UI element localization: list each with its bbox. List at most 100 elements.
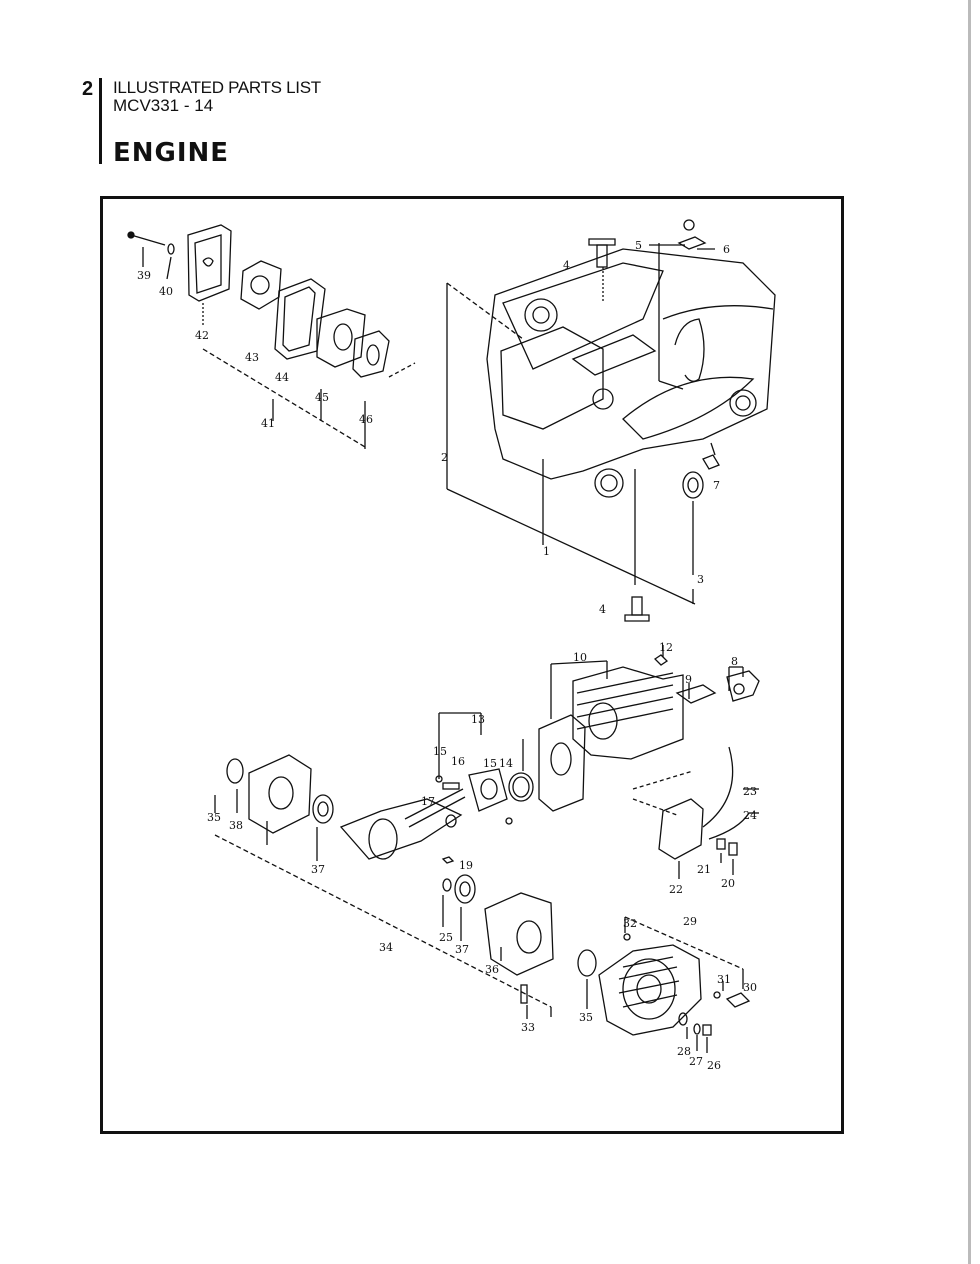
- exploded-parts-diagram: 1 2 3 4 4 5 6 7 8 9 10 12 13 14 15 15 16…: [100, 196, 844, 1134]
- nut-26: [702, 1024, 712, 1036]
- label-part-4-upper: 4: [563, 259, 570, 272]
- ignition-coil-22: [658, 798, 704, 860]
- model-number: MCV331 - 14: [113, 96, 214, 115]
- label-part-20: 20: [721, 877, 735, 890]
- crankcase-half-38: [248, 754, 312, 834]
- gasket-46: [352, 330, 390, 378]
- label-part-3: 3: [697, 573, 704, 586]
- label-part-15a: 15: [433, 745, 447, 758]
- bearing-37b: [454, 874, 476, 904]
- label-part-16: 16: [451, 755, 465, 768]
- label-part-15b: 15: [483, 757, 497, 770]
- label-part-30: 30: [743, 981, 757, 994]
- header-divider: [99, 78, 102, 164]
- label-part-44: 44: [275, 371, 289, 384]
- document-title: ILLUSTRATED PARTS LIST: [113, 78, 321, 97]
- label-part-21: 21: [697, 863, 711, 876]
- piston-13: [468, 768, 508, 812]
- washer-27: [693, 1023, 701, 1035]
- bearing-17: [445, 814, 457, 828]
- label-part-24: 24: [743, 809, 757, 822]
- piston-pin-16: [442, 782, 460, 790]
- label-part-31: 31: [717, 973, 731, 986]
- label-part-10: 10: [573, 651, 587, 664]
- plug-boot-8: [726, 670, 760, 702]
- flywheel-assembly: [598, 916, 751, 1053]
- flywheel-29: [598, 944, 702, 1036]
- label-part-35b: 35: [579, 1011, 593, 1024]
- screw-21: [716, 838, 726, 850]
- label-part-2: 2: [441, 451, 448, 464]
- label-part-36: 36: [485, 963, 499, 976]
- label-part-32: 32: [623, 917, 637, 930]
- gasket-11: [538, 714, 586, 812]
- label-part-13: 13: [471, 713, 485, 726]
- stud-4-lower: [631, 596, 643, 616]
- washer-32: [623, 933, 631, 941]
- label-part-9: 9: [685, 673, 692, 686]
- label-part-27: 27: [689, 1055, 703, 1068]
- clip-6: [677, 236, 707, 250]
- label-part-39: 39: [137, 269, 151, 282]
- label-part-38: 38: [229, 819, 243, 832]
- screw-12: [653, 654, 669, 666]
- label-part-25: 25: [439, 931, 453, 944]
- label-part-5: 5: [635, 239, 642, 252]
- connecting-rod: [404, 788, 464, 820]
- part-labels: 1 2 3 4 4 5 6 7 8 9 10 12 13 14 15 15 16…: [137, 239, 757, 1072]
- seal-35b: [577, 949, 597, 977]
- clip-15b: [505, 817, 513, 825]
- bracket-7: [702, 454, 720, 470]
- filter-base-45: [316, 308, 366, 368]
- crankcase-half-36: [484, 892, 554, 976]
- cylinder-assembly: [435, 645, 760, 825]
- label-part-37a: 37: [311, 863, 325, 876]
- label-part-22: 22: [669, 883, 683, 896]
- label-part-34: 34: [379, 941, 393, 954]
- nut-5: [683, 219, 695, 231]
- screw-33: [520, 984, 528, 1004]
- bushing-3: [682, 471, 704, 499]
- wire-24: [708, 812, 750, 840]
- screw-39: [130, 234, 166, 246]
- filter-cover-42: [187, 224, 232, 302]
- label-part-7: 7: [713, 479, 720, 492]
- bearing-37a: [312, 794, 334, 824]
- label-part-37b: 37: [455, 943, 469, 956]
- label-part-28: 28: [677, 1045, 691, 1058]
- label-part-17: 17: [421, 795, 435, 808]
- label-part-46: 46: [359, 413, 373, 426]
- page-edge: [968, 0, 971, 1264]
- label-part-23: 23: [743, 785, 757, 798]
- engine-exploded-view: 1 2 3 4 4 5 6 7 8 9 10 12 13 14 15 15 16…: [127, 219, 776, 1072]
- spark-plug-9: [675, 684, 717, 704]
- label-part-4-lower: 4: [599, 603, 606, 616]
- label-part-6: 6: [723, 243, 730, 256]
- ignition-assembly: [658, 746, 759, 879]
- crankshaft-assembly: [214, 754, 597, 1019]
- piston-ring-14: [508, 772, 534, 802]
- section-title: ENGINE: [113, 138, 230, 168]
- label-part-12: 12: [659, 641, 673, 654]
- label-part-43: 43: [245, 351, 259, 364]
- air-filter-assembly: [127, 224, 416, 449]
- cylinder-10: [572, 666, 684, 760]
- high-tension-lead-23: [702, 746, 734, 828]
- washer-40: [167, 243, 175, 255]
- screw-20: [728, 842, 738, 856]
- washer-28: [678, 1012, 688, 1026]
- label-part-41: 41: [261, 417, 275, 430]
- page-number: 2: [82, 78, 94, 100]
- label-part-33: 33: [521, 1021, 535, 1034]
- spring-31: [713, 991, 721, 999]
- label-part-42: 42: [195, 329, 209, 342]
- label-part-40: 40: [159, 285, 173, 298]
- label-part-29: 29: [683, 915, 697, 928]
- washer-25: [442, 878, 452, 892]
- label-part-19: 19: [459, 859, 473, 872]
- label-part-45: 45: [315, 391, 329, 404]
- filter-43: [240, 260, 282, 310]
- label-part-1: 1: [543, 545, 550, 558]
- key-19: [441, 856, 455, 864]
- label-part-35a: 35: [207, 811, 221, 824]
